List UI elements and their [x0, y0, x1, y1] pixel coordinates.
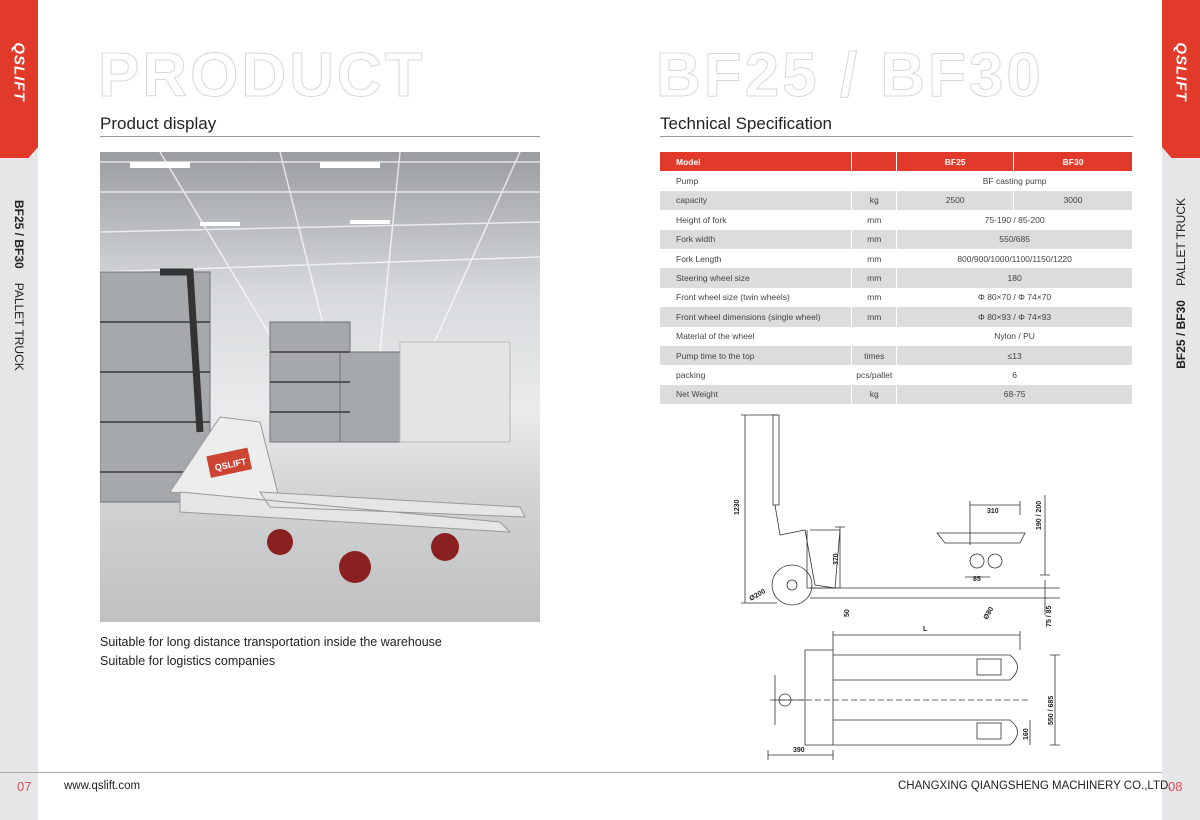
dim-front-wheel: Ø80 — [983, 606, 996, 621]
header-cell: Model — [660, 152, 853, 172]
dim-span: 310 — [987, 508, 999, 515]
row-label: Material of the wheel — [660, 326, 853, 346]
sidebar-caption: BF25 / BF30 PALLET TRUCK — [1174, 198, 1188, 369]
divider — [660, 136, 1133, 137]
header-cell: BF25 — [896, 152, 1015, 172]
row-unit: kg — [851, 384, 898, 405]
sidebar-type: PALLET TRUCK — [12, 282, 26, 371]
sidebar-type: PALLET TRUCK — [1174, 198, 1188, 287]
row-unit — [851, 326, 898, 346]
left-sidebar: QSLIFT BF25 / BF30PALLET TRUCK — [0, 0, 38, 820]
sidebar-model: BF25 / BF30 — [12, 200, 26, 269]
row-unit: mm — [851, 287, 898, 308]
table-row: Material of the wheel Nylon / PU — [660, 326, 1133, 346]
row-unit: times — [851, 345, 898, 366]
row-label: Net Weight — [660, 384, 853, 405]
row-label: Front wheel dimensions (single wheel) — [660, 307, 853, 327]
row-value: 180 — [896, 268, 1133, 288]
table-row: Pump BF casting pump — [660, 171, 1133, 191]
dim-rear: 390 — [793, 747, 805, 754]
row-label: Height of fork — [660, 210, 853, 230]
dim-length: L — [923, 626, 928, 633]
description-line: Suitable for long distance transportatio… — [100, 635, 442, 649]
dim-width: 550 / 685 — [1048, 696, 1055, 725]
row-value: Nylon / PU — [896, 326, 1133, 346]
row-unit — [851, 171, 898, 191]
brand-tab: QSLIFT — [0, 0, 38, 158]
row-value: ≤13 — [896, 345, 1133, 366]
row-value-bf30: 3000 — [1013, 190, 1133, 211]
technical-drawing: 1230 370 Ø200 50 310 190 / 200 85 Ø80 75… — [734, 414, 1060, 760]
website-link[interactable]: www.qslift.com — [64, 780, 141, 792]
brand-logo: QSLIFT — [1172, 42, 1190, 102]
dim-low: 75 / 85 — [1046, 605, 1053, 627]
row-value: 68-75 — [896, 384, 1133, 405]
row-label: Pump — [660, 171, 853, 191]
description-line: Suitable for logistics companies — [100, 654, 276, 668]
row-value: 75-190 / 85-200 — [896, 210, 1133, 230]
row-value: 800/900/1000/1100/1150/1220 — [896, 248, 1133, 269]
row-value: BF casting pump — [896, 171, 1133, 191]
dim-fork: 160 — [1023, 728, 1030, 740]
row-unit: kg — [851, 190, 898, 211]
big-title-right: BF25 / BF30 — [656, 41, 1044, 111]
row-unit: mm — [851, 248, 898, 269]
section-title-spec: Technical Specification — [660, 114, 832, 133]
dim-lift: 190 / 200 — [1036, 501, 1043, 530]
row-label: Pump time to the top — [660, 345, 853, 366]
spec-table: Model BF25 BF30 Pump BF casting pump capa… — [660, 152, 1133, 405]
right-sidebar: QSLIFT BF25 / BF30 PALLET TRUCK — [1162, 0, 1200, 820]
dim-twin: 85 — [973, 576, 981, 583]
sidebar-caption: BF25 / BF30PALLET TRUCK — [12, 200, 26, 371]
row-value: Φ 80×93 / Φ 74×93 — [896, 307, 1133, 327]
row-label: packing — [660, 365, 853, 385]
dim-ground: 50 — [844, 609, 851, 617]
header-cell — [851, 152, 898, 172]
row-value: 6 — [896, 365, 1133, 385]
page-number-right: 08 — [1168, 779, 1183, 794]
row-label: Fork width — [660, 229, 853, 249]
divider — [100, 136, 540, 137]
footer-divider — [0, 772, 1162, 773]
row-label: Front wheel size (twin wheels) — [660, 287, 853, 308]
dim-body: 370 — [833, 553, 840, 565]
row-value-bf25: 2500 — [896, 190, 1015, 211]
row-unit: mm — [851, 268, 898, 288]
page-number-left: 07 — [17, 779, 32, 794]
row-label: Fork Length — [660, 248, 853, 269]
row-value: Φ 80×70 / Φ 74×70 — [896, 287, 1133, 308]
row-unit: pcs/pallet — [851, 365, 898, 385]
table-header: Model BF25 BF30 — [660, 152, 1133, 172]
row-unit: mm — [851, 229, 898, 249]
dim-height: 1230 — [734, 499, 741, 515]
header-cell: BF30 — [1013, 152, 1133, 172]
brand-tab: QSLIFT — [1162, 0, 1200, 158]
brand-logo: QSLIFT — [10, 42, 28, 102]
row-label: Steering wheel size — [660, 268, 853, 288]
sidebar-model: BF25 / BF30 — [1174, 300, 1188, 369]
product-photo: QSLIFT — [100, 152, 540, 622]
company-name: CHANGXING QIANGSHENG MACHINERY CO.,LTD. — [898, 780, 1172, 792]
row-value: 550/685 — [896, 229, 1133, 249]
section-title-product: Product display — [100, 114, 217, 133]
big-title-left: PRODUCT — [98, 41, 426, 111]
row-unit: mm — [851, 210, 898, 230]
row-unit: mm — [851, 307, 898, 327]
row-label: capacity — [660, 190, 853, 211]
dim-wheel: Ø200 — [749, 588, 767, 603]
